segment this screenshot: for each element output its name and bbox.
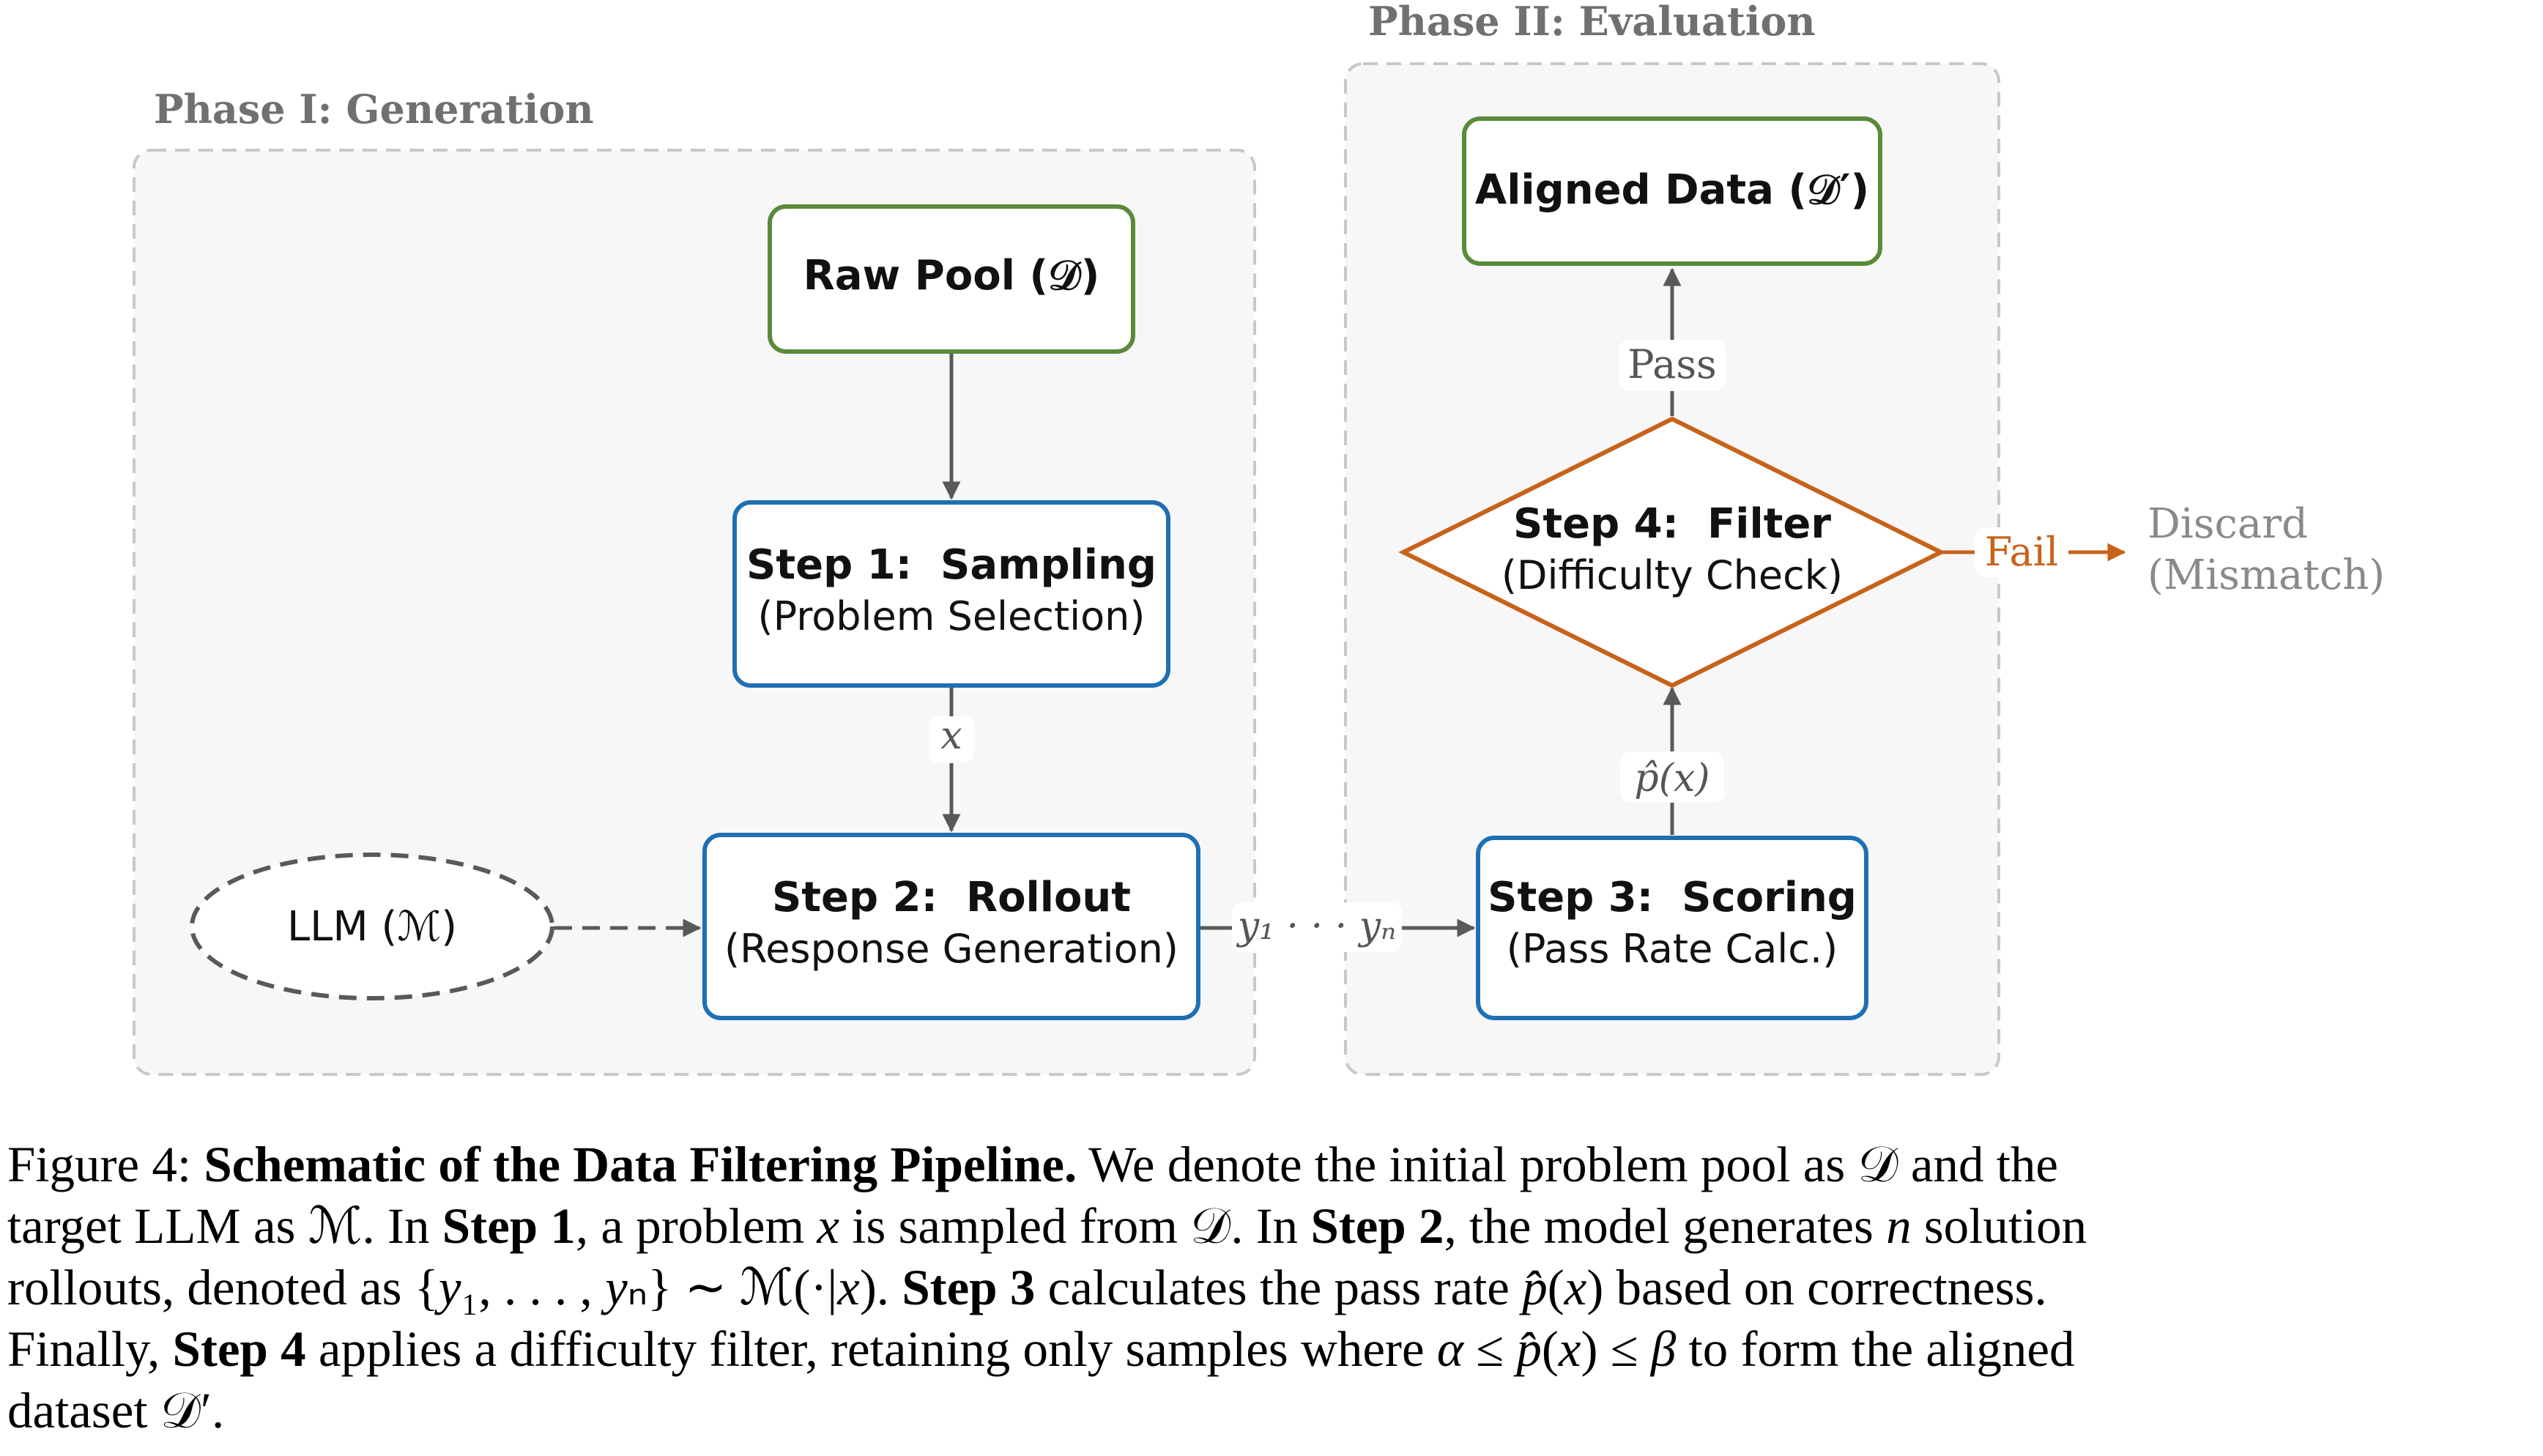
edge-label-x: x (940, 714, 962, 758)
caption-line: Finally, Step 4 applies a difficulty fil… (7, 1321, 2075, 1377)
caption-line: Figure 4: Schematic of the Data Filterin… (7, 1137, 2059, 1192)
node-step3-subtitle: (Pass Rate Calc.) (1507, 926, 1838, 972)
edge-label-x-bg (929, 716, 974, 763)
discard-label: Discard (2147, 500, 2308, 548)
node-step1-title: Step 1: Sampling (746, 541, 1157, 589)
node-step1 (732, 500, 1170, 688)
node-step4-title: Step 4: Filter (1513, 500, 1831, 548)
edge-label-fail-bg (1975, 527, 2068, 577)
node-step3-title: Step 3: Scoring (1488, 874, 1857, 921)
node-llm (190, 853, 554, 1000)
edge-label-phat-bg (1620, 751, 1724, 803)
caption-line: dataset 𝒟′. (7, 1383, 225, 1438)
caption-line: rollouts, denoted as {y₁, . . . , yₙ} ∼ … (7, 1260, 2047, 1315)
discard-sublabel: (Mismatch) (2147, 551, 2385, 599)
caption-line: target LLM as ℳ. In Step 1, a problem x … (7, 1198, 2087, 1254)
edge-label-pass: Pass (1627, 341, 1717, 387)
node-raw-pool (768, 204, 1135, 354)
node-step3 (1476, 836, 1868, 1020)
figure-caption: Figure 4: Schematic of the Data Filterin… (7, 1134, 2527, 1441)
node-step1-subtitle: (Problem Selection) (758, 593, 1146, 639)
node-step2-title: Step 2: Rollout (772, 874, 1131, 921)
node-step2 (702, 833, 1200, 1020)
node-step4-subtitle: (Difficulty Check) (1501, 552, 1843, 598)
node-aligned-data-label: Aligned Data (𝒟′) (1475, 166, 1869, 214)
phase-evaluation-label: Phase II: Evaluation (1368, 0, 1816, 45)
edge-label-rollouts: y₁ · · · yₙ (1236, 905, 1396, 948)
edge-label-fail: Fail (1985, 529, 2059, 575)
node-step4-diamond (1398, 416, 1946, 688)
node-step2-subtitle: (Response Generation) (724, 926, 1178, 972)
node-raw-pool-label: Raw Pool (𝒟) (803, 252, 1100, 300)
edge-label-pass-bg (1619, 340, 1726, 391)
phase-generation-label: Phase I: Generation (154, 86, 594, 133)
node-aligned-data (1462, 116, 1882, 266)
edge-label-rollouts-bg (1232, 902, 1402, 952)
edge-label-phat: p̂(x) (1634, 757, 1709, 801)
pipeline-diagram: Phase I: Generation Phase II: Evaluation… (133, 0, 2385, 1076)
node-llm-label: LLM (ℳ) (287, 903, 457, 951)
